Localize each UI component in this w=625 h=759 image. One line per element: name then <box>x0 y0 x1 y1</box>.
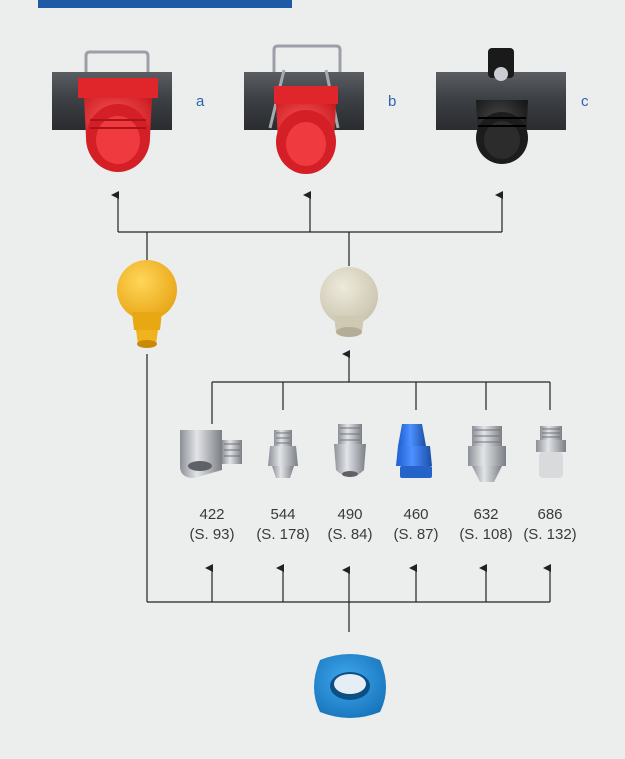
nozzle-page-ref: (S. 178) <box>256 526 310 543</box>
ball-joint-yellow-image <box>117 260 177 348</box>
clamp-a-image <box>52 50 172 172</box>
clamp-c-image <box>436 48 566 164</box>
clamp-c-label: c <box>581 93 589 110</box>
nozzle-page-ref: (S. 108) <box>459 526 513 543</box>
nozzle-code: 686 <box>537 506 563 523</box>
nozzle-code: 422 <box>199 506 225 523</box>
connector-lines <box>111 191 551 632</box>
nozzle-490-image <box>334 424 366 477</box>
nozzle-544-image <box>268 430 298 478</box>
nozzle-632-label: 632 (S. 108) <box>446 505 526 545</box>
clamp-b-image <box>244 44 364 174</box>
nozzle-code: 544 <box>270 506 296 523</box>
nozzle-page-ref: (S. 87) <box>393 526 439 543</box>
nozzle-422-label: 422 (S. 93) <box>172 505 252 545</box>
blue-nut-image <box>314 654 386 718</box>
nozzle-code: 490 <box>337 506 363 523</box>
nozzle-544-label: 544 (S. 178) <box>243 505 323 545</box>
clamp-b-label: b <box>388 93 397 110</box>
nozzle-422-image <box>180 430 242 478</box>
clamp-a-label: a <box>196 93 205 110</box>
nozzle-686-image <box>536 426 566 478</box>
header-accent-bar <box>38 0 292 8</box>
nozzle-460-image <box>396 424 432 478</box>
nozzle-page-ref: (S. 93) <box>189 526 235 543</box>
nozzle-460-label: 460 (S. 87) <box>376 505 456 545</box>
nozzle-686-label: 686 (S. 132) <box>510 505 590 545</box>
nozzle-page-ref: (S. 132) <box>523 526 577 543</box>
nozzle-490-label: 490 (S. 84) <box>310 505 390 545</box>
nozzle-code: 632 <box>473 506 499 523</box>
ball-joint-beige-image <box>320 267 378 337</box>
nozzle-632-image <box>468 426 506 482</box>
nozzle-code: 460 <box>403 506 429 523</box>
nozzle-page-ref: (S. 84) <box>327 526 373 543</box>
